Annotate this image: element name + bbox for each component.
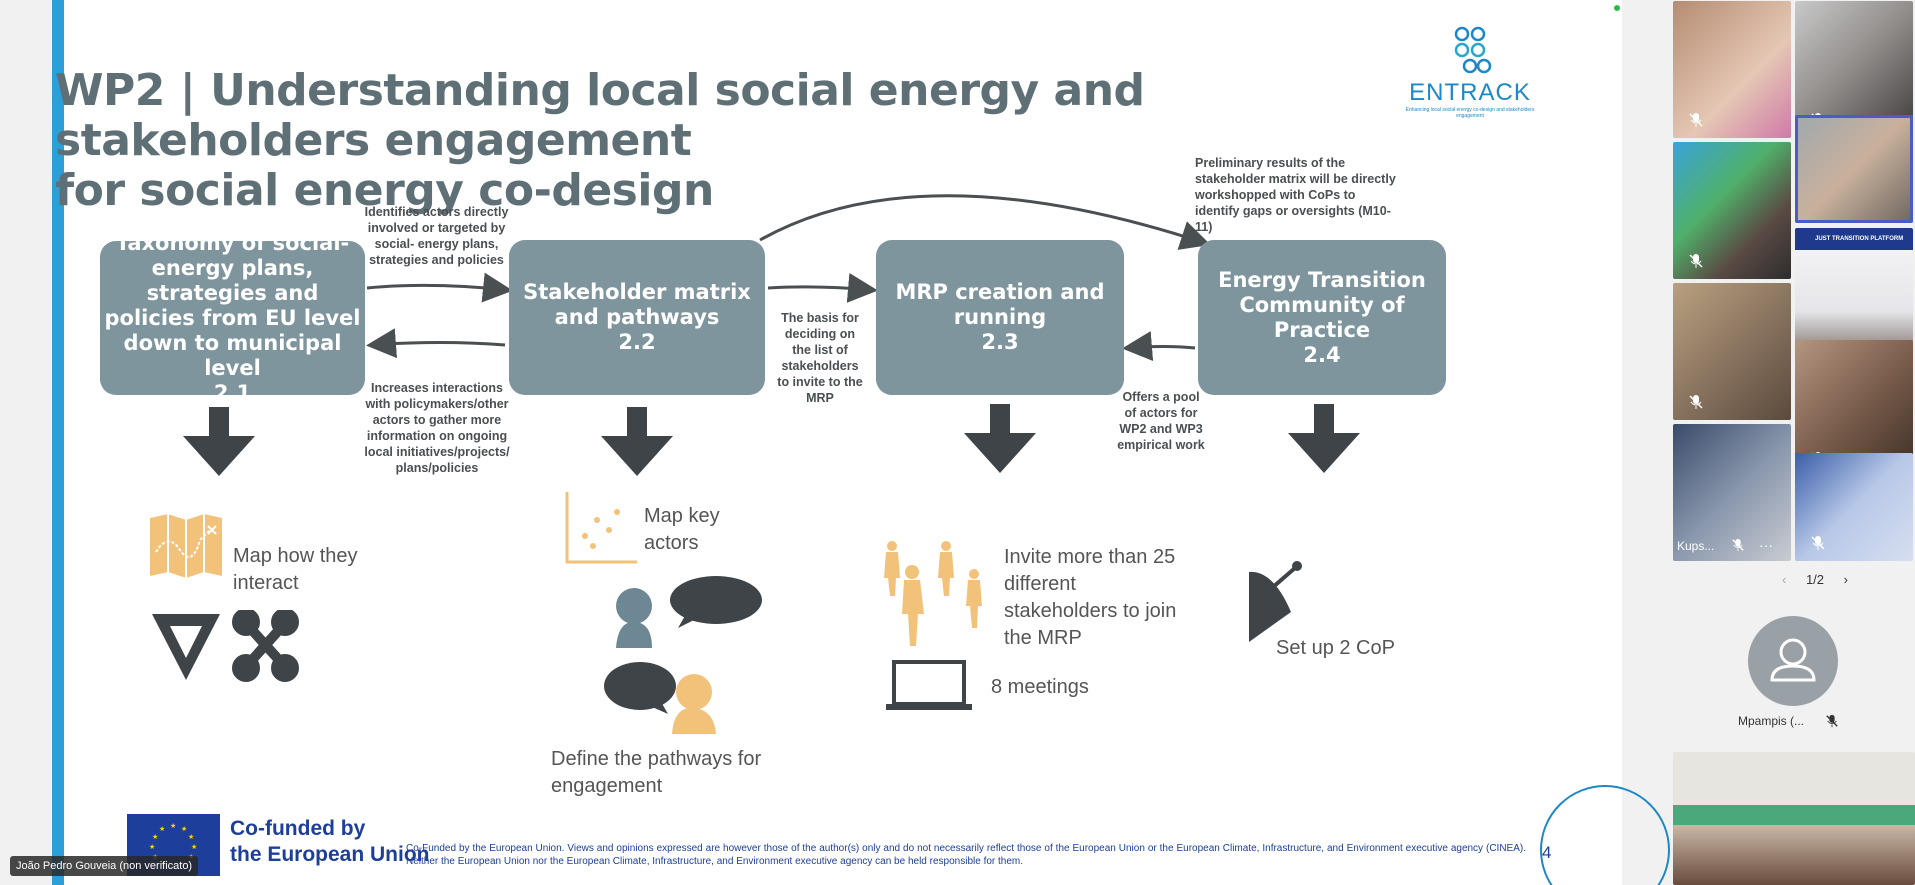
box-mrp: MRP creation and running 2.3 xyxy=(876,240,1124,395)
pager-indicator: 1/2 xyxy=(1805,572,1825,587)
logo-text: ENTRACK xyxy=(1409,79,1531,106)
folded-map-icon xyxy=(150,514,222,578)
note-preliminary: Preliminary results of the stakeholder m… xyxy=(1195,156,1396,234)
eu-disclaimer: Co-Funded by the European Union. Views a… xyxy=(406,843,1526,867)
cofunded-line-1: Co-funded by xyxy=(230,817,366,840)
arrow-22-to-24 xyxy=(759,194,1211,250)
participant-tile-5[interactable] xyxy=(1673,283,1791,420)
interaction-glyphs-icon xyxy=(152,610,299,682)
mic-muted-icon xyxy=(1689,113,1703,127)
output-meetings: 8 meetings xyxy=(991,676,1089,698)
mic-muted-icon xyxy=(1826,714,1838,728)
recording-indicator xyxy=(1614,5,1620,11)
note-offers: Offers a pool of actors for WP2 and WP3 … xyxy=(1117,390,1205,452)
mic-muted-icon xyxy=(1732,538,1744,552)
box-number: 2.1 xyxy=(213,380,252,405)
participant-tile-3[interactable] xyxy=(1673,142,1791,279)
people-talking-icon-top xyxy=(616,576,762,648)
people-group-icon xyxy=(884,541,982,646)
participant-tile-8[interactable] xyxy=(1795,453,1913,561)
slide-title-line-1: WP2 | Understanding local social energy … xyxy=(55,65,1145,166)
avatar[interactable] xyxy=(1748,616,1838,706)
mic-muted-icon xyxy=(1689,254,1703,268)
pager-prev-button[interactable]: ‹ xyxy=(1781,572,1787,587)
page-number: 4 xyxy=(1542,843,1552,862)
mic-muted-icon xyxy=(1811,536,1825,550)
output-map-interact: Map how they interact xyxy=(233,545,358,594)
output-define-pathways: Define the pathways for engagement xyxy=(551,748,762,797)
self-view-tile[interactable] xyxy=(1673,752,1915,885)
participants-pager: ‹ 1/2 › xyxy=(1760,572,1870,587)
people-talking-icon-bottom xyxy=(604,662,716,734)
note-identifies: Identifies actors directly involved or t… xyxy=(364,205,509,267)
box-label: Taxonomy of social-energy plans, strateg… xyxy=(104,230,361,380)
logo-subtext: Enhancing local social energy co-design … xyxy=(1405,107,1535,119)
entrack-logo: ENTRACK Enhancing local social energy co… xyxy=(1405,26,1535,119)
tile-banner-text: JUST TRANSITION PLATFORM xyxy=(1815,236,1904,242)
arrow-22-to-23 xyxy=(767,272,878,303)
box-stakeholder-matrix: Stakeholder matrix and pathways 2.2 xyxy=(509,240,765,395)
entrack-logo-icon xyxy=(1454,26,1492,74)
participant-tile-7[interactable]: Kups... ··· xyxy=(1673,424,1791,561)
participant-tile-1[interactable] xyxy=(1673,1,1791,138)
box-number: 2.4 xyxy=(1303,342,1341,367)
arrow-22-to-21 xyxy=(366,328,506,359)
slide-title-line-2: for social energy co-design xyxy=(55,165,714,216)
satellite-dish-icon xyxy=(1249,561,1302,642)
arrow-21-to-22 xyxy=(366,272,513,303)
box-label: MRP creation and running xyxy=(895,280,1105,329)
box-label: Energy Transition Community of Practice xyxy=(1218,267,1426,342)
note-basis: The basis for deciding on the list of st… xyxy=(777,311,863,405)
box-taxonomy: Taxonomy of social-energy plans, strateg… xyxy=(100,231,365,405)
participant-tile-active-speaker[interactable] xyxy=(1795,115,1913,223)
laptop-icon xyxy=(886,660,972,710)
cofunded-label: Co-funded by the European Union xyxy=(230,816,430,868)
box-label: Stakeholder matrix and pathways xyxy=(523,280,751,329)
pager-next-button[interactable]: › xyxy=(1843,572,1848,587)
box-community-of-practice: Energy Transition Community of Practice … xyxy=(1198,240,1446,395)
shared-slide xyxy=(52,0,1622,885)
more-options-icon[interactable]: ··· xyxy=(1759,537,1773,553)
participant-name: Kups... xyxy=(1677,539,1715,553)
output-setup-cop: Set up 2 CoP xyxy=(1276,637,1395,659)
note-increases: Increases interactions with policymakers… xyxy=(364,381,510,475)
person-icon xyxy=(1770,638,1816,682)
slide-title: WP2 | Understanding local social energy … xyxy=(55,66,1435,216)
output-invite: Invite more than 25 different stakeholde… xyxy=(1004,546,1177,649)
output-map-key-actors: Map key actors xyxy=(644,505,720,554)
presenter-name-tag: João Pedro Gouveia (non verificato) xyxy=(10,856,199,876)
box-number: 2.3 xyxy=(981,330,1019,354)
avatar-name: Mpampis (... xyxy=(1738,714,1805,728)
slide-accent-bar xyxy=(52,0,64,885)
arrow-24-to-23 xyxy=(1122,331,1196,362)
scatter-plot-icon xyxy=(565,492,637,564)
cofunded-line-2: the European Union xyxy=(230,843,430,866)
mic-muted-icon xyxy=(1689,395,1703,409)
box-number: 2.2 xyxy=(618,330,656,354)
